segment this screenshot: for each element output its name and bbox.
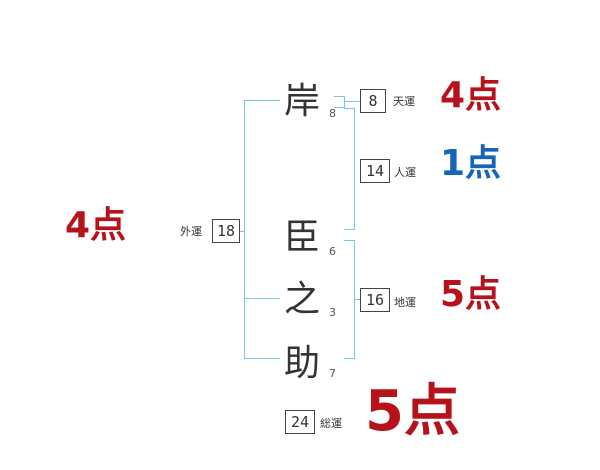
earth-bracket-bottom — [344, 358, 355, 359]
name-char-3-strokes: 3 — [329, 306, 336, 319]
earth-fortune-label: 地運 — [394, 296, 416, 309]
outer-fortune-score: 4点 — [65, 205, 127, 246]
earth-bracket-top — [344, 240, 355, 241]
name-char-4: 助 — [284, 343, 321, 384]
total-fortune-score: 5点 — [365, 379, 460, 444]
outer-fortune-value: 18 — [212, 219, 240, 243]
total-fortune-value: 24 — [285, 410, 315, 434]
outer-bracket-bottom — [244, 358, 280, 359]
earth-bracket-connector — [354, 299, 360, 300]
heaven-bracket-vertical — [344, 96, 345, 108]
name-char-1-strokes: 8 — [329, 107, 336, 120]
heaven-fortune-score: 4点 — [440, 75, 502, 116]
name-char-2-strokes: 6 — [329, 245, 336, 258]
outer-bracket-vertical — [244, 100, 245, 359]
name-char-2: 臣 — [284, 217, 321, 258]
person-fortune-score: 1点 — [440, 143, 502, 184]
person-bracket-vertical — [354, 108, 355, 230]
outer-bracket-top — [244, 100, 280, 101]
heaven-fortune-label: 天運 — [393, 95, 415, 108]
outer-fortune-label: 外運 — [180, 225, 202, 238]
person-fortune-label: 人運 — [394, 166, 416, 179]
person-bracket-top — [344, 108, 355, 109]
heaven-bracket-bottom — [334, 107, 345, 108]
outer-bracket-mid — [244, 298, 280, 299]
heaven-bracket-top — [334, 96, 345, 97]
name-char-4-strokes: 7 — [329, 367, 336, 380]
name-char-3: 之 — [284, 279, 321, 320]
heaven-bracket-connector — [344, 101, 360, 102]
earth-fortune-score: 5点 — [440, 274, 502, 315]
earth-fortune-value: 16 — [360, 288, 390, 312]
name-char-1: 岸 — [284, 81, 321, 122]
person-fortune-value: 14 — [360, 159, 390, 183]
outer-bracket-connector — [238, 231, 245, 232]
total-fortune-label: 総運 — [320, 417, 342, 430]
heaven-fortune-value: 8 — [360, 89, 386, 113]
person-bracket-bottom — [344, 229, 355, 230]
